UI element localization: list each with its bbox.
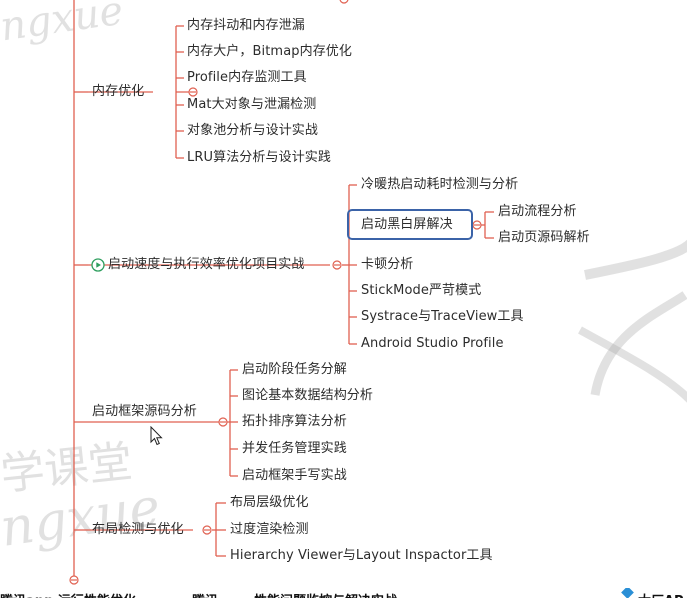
bottom-text-mid: 腾讯 [192,590,218,598]
framework-item-5[interactable]: 启动框架手写实战 [242,468,347,483]
memory-item-2[interactable]: 内存大户，Bitmap内存优化 [187,44,353,59]
branch-startup-framework[interactable]: 启动框架源码分析 [92,404,197,419]
branch-memory-optimization[interactable]: 内存优化 [92,84,145,99]
framework-item-2[interactable]: 图论基本数据结构分析 [242,388,374,403]
layout-item-2[interactable]: 过度渲染检测 [230,522,309,537]
layout-item-3[interactable]: Hierarchy Viewer与Layout Inspactor工具 [230,548,493,563]
memory-item-6[interactable]: LRU算法分析与设计实践 [187,150,331,165]
highlight-box [347,209,473,240]
mouse-cursor-icon [150,426,163,446]
startup-item-3[interactable]: 卡顿分析 [361,257,414,272]
bottom-text-left: 腾讯app 运行性能优化 [0,590,136,598]
framework-item-4[interactable]: 并发任务管理实践 [242,441,347,456]
startup-item-2-highlighted[interactable]: 启动黑白屏解决 [361,217,453,232]
framework-item-3[interactable]: 拓扑排序算法分析 [242,414,347,429]
watermark-swirl [578,239,687,403]
memory-item-4[interactable]: Mat大对象与泄漏检测 [187,97,317,112]
startup-item-1[interactable]: 冷暖热启动耗时检测与分析 [361,177,519,192]
layout-item-1[interactable]: 布局层级优化 [230,495,309,510]
startup-item-5[interactable]: Systrace与TraceView工具 [361,309,524,324]
branch-startup-speed[interactable]: 启动速度与执行效率优化项目实战 [108,257,305,272]
startup-item-4[interactable]: StickMode严苛模式 [361,283,482,298]
memory-item-1[interactable]: 内存抖动和内存泄漏 [187,18,305,33]
framework-item-1[interactable]: 启动阶段任务分解 [242,362,347,377]
blackscreen-item-1[interactable]: 启动流程分析 [498,204,577,219]
bottom-text-right: 性能问题监控与解决实战 [254,590,397,598]
bottom-text-far-right: 大厂AP [638,590,684,598]
diamond-icon [621,588,634,598]
startup-item-6[interactable]: Android Studio Profile [361,336,504,351]
memory-item-5[interactable]: 对象池分析与设计实战 [187,123,319,138]
bottom-partial-row: 腾讯app 运行性能优化 腾讯 性能问题监控与解决实战 大厂AP [0,588,687,598]
branch-layout-detection[interactable]: 布局检测与优化 [92,522,184,537]
blackscreen-item-2[interactable]: 启动页源码解析 [498,230,590,245]
memory-item-3[interactable]: Profile内存监测工具 [187,70,307,85]
play-circle-icon [91,258,105,272]
